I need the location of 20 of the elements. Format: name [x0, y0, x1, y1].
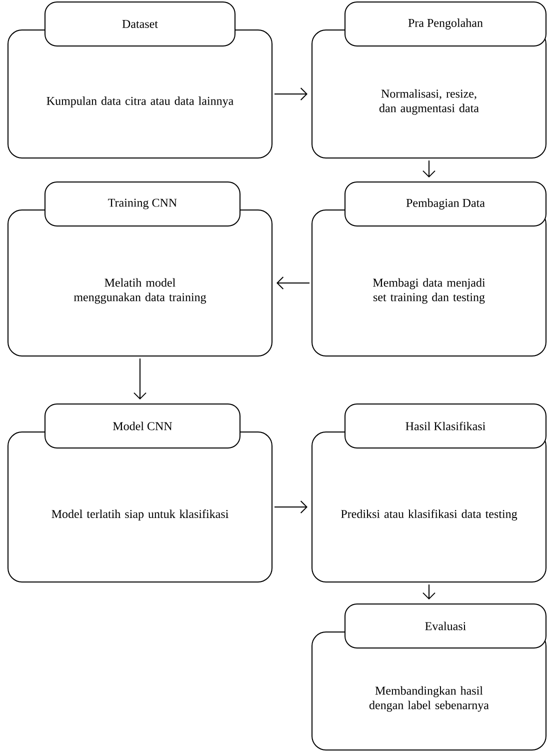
arrow	[274, 88, 308, 100]
node-label: Pembagian Data	[406, 198, 485, 210]
node-label: Hasil Klasifikasi	[406, 422, 486, 430]
node-label: Pra Pengolahan	[408, 18, 483, 30]
process-card: Training CNN Melatih model menggunakan data training	[8, 182, 272, 356]
process-card: Dataset Kumpulan data citra atau data lainnya	[8, 2, 272, 158]
arrow	[422, 584, 436, 600]
node-label: Dataset	[122, 20, 158, 28]
process-card: Pembagian Data Membagi data menjadi set training dan testing	[312, 182, 546, 356]
arrow	[276, 276, 310, 290]
process-card: Hasil Klasifikasi Prediksi atau klasifikasi data testing	[312, 404, 546, 582]
arrow	[134, 358, 146, 400]
node-label: Model CNN	[113, 422, 172, 430]
process-card: Model CNN Model terlatih siap untuk klasifikasi	[8, 404, 272, 582]
arrow	[274, 500, 308, 514]
process-card: Evaluasi Membandingkan hasil dengan label sebenarnya	[312, 604, 546, 750]
node-label: Evaluasi	[425, 622, 466, 630]
node-label: Training CNN	[108, 198, 177, 210]
arrow	[422, 160, 436, 178]
process-card: Pra Pengolahan Normalisasi, resize, dan augmentasi data	[312, 2, 546, 158]
